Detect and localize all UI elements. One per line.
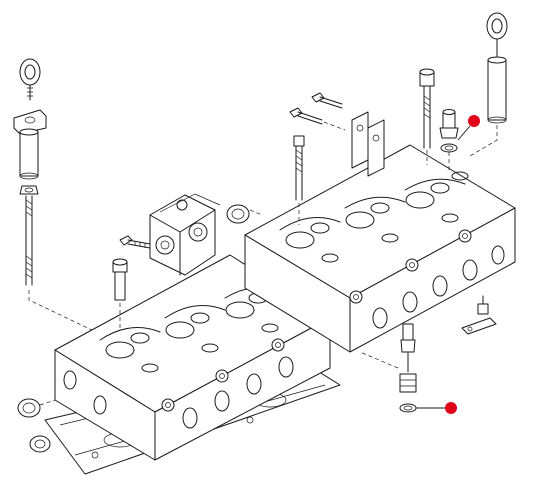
temperature-sensor-upper [439,109,459,170]
thermostat-housing [149,193,221,276]
front-fitting [112,258,128,330]
right-lifting-eye-assembly [469,12,508,157]
cover-plate [351,111,385,177]
long-bolt [419,68,435,165]
rear-stud [293,135,305,225]
temperature-sensor-lower [359,323,417,413]
marker-upper [457,115,480,141]
marker-lower [416,402,457,414]
sealing-ring-left [17,398,56,418]
front-bolt [119,235,151,249]
sealing-ring-bottom [29,435,51,453]
rear-cylinder-head [244,144,516,353]
bracket-clip [461,295,497,335]
rear-bolts [289,92,346,131]
sealing-ring-middle [226,204,263,224]
left-lifting-eye-assembly [13,58,93,331]
